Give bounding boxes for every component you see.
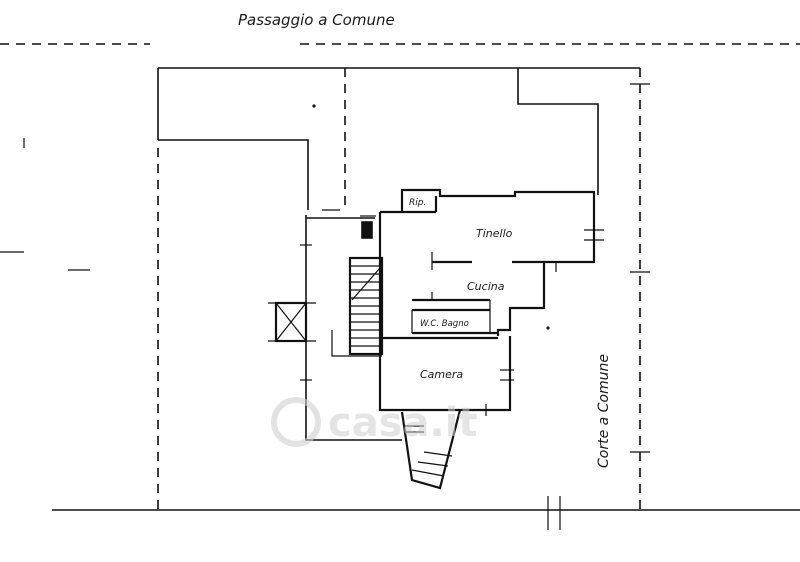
- label-ripostiglio: Rip.: [409, 198, 426, 208]
- dimension-ticks: [0, 83, 650, 453]
- label-tinello: Tinello: [476, 227, 513, 240]
- label-passaggio-comune: Passaggio a Comune: [238, 11, 395, 29]
- watermark: casa.it: [271, 397, 478, 447]
- label-wc-bagno: W.C. Bagno: [420, 319, 469, 329]
- label-camera: Camera: [420, 368, 463, 381]
- label-cucina: Cucina: [467, 280, 505, 293]
- entry-ramp: [400, 409, 462, 490]
- apartment-walls: [378, 188, 604, 416]
- balcony-left: [268, 301, 316, 343]
- lot-outline: [52, 67, 800, 530]
- label-corte-comune: Corte a Comune: [596, 354, 612, 468]
- staircase: [331, 256, 384, 357]
- watermark-text: casa.it: [328, 400, 478, 446]
